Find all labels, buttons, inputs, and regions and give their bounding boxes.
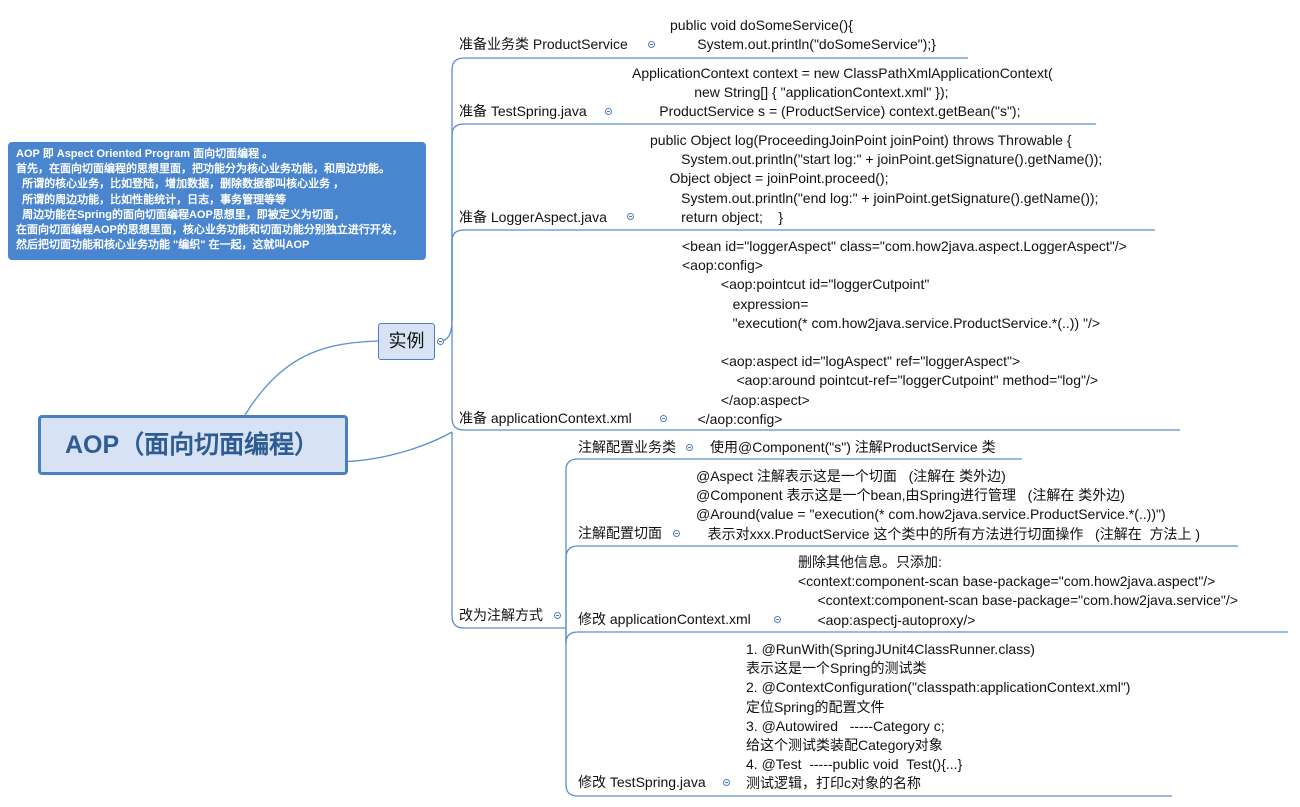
topic-modify-testspring[interactable]: 修改 TestSpring.java <box>578 774 706 790</box>
annotate-service-detail: 使用@Component("s") 注解ProductService 类 <box>710 439 996 455</box>
topic-prepare-testspring[interactable]: 准备 TestSpring.java <box>459 103 587 119</box>
collapse-example-icon[interactable] <box>437 338 444 345</box>
topic-prepare-productservice[interactable]: 准备业务类 ProductService <box>459 36 628 52</box>
aop-description-note: AOP 即 Aspect Oriented Program 面向切面编程 。 首… <box>8 142 426 260</box>
applicationcontext-code: <bean id="loggerAspect" class="com.how2j… <box>682 238 1127 427</box>
collapse-applicationcontext-icon[interactable] <box>660 415 667 422</box>
topic-prepare-applicationcontext[interactable]: 准备 applicationContext.xml <box>459 410 632 426</box>
collapse-modify-applicationcontext-icon[interactable] <box>774 616 781 623</box>
loggeraspect-code: public Object log(ProceedingJoinPoint jo… <box>650 132 1103 225</box>
collapse-annotate-aspect-icon[interactable] <box>673 530 680 537</box>
topic-example[interactable]: 实例 <box>378 323 435 360</box>
topic-annotation-mode[interactable]: 改为注解方式 <box>459 607 543 623</box>
topic-modify-applicationcontext[interactable]: 修改 applicationContext.xml <box>578 611 751 627</box>
annotate-aspect-detail: @Aspect 注解表示这是一个切面 (注解在 类外边) @Component … <box>696 468 1201 542</box>
modify-testspring-detail: 1. @RunWith(SpringJUnit4ClassRunner.clas… <box>746 641 1131 792</box>
modify-applicationcontext-detail: 删除其他信息。只添加: <context:component-scan base… <box>798 554 1238 628</box>
collapse-annotate-service-icon[interactable] <box>686 444 693 451</box>
testspring-code: ApplicationContext context = new ClassPa… <box>632 65 1053 120</box>
collapse-annotation-icon[interactable] <box>554 612 561 619</box>
topic-annotate-service[interactable]: 注解配置业务类 <box>578 439 676 455</box>
topic-annotate-aspect[interactable]: 注解配置切面 <box>578 525 662 541</box>
root-topic-aop[interactable]: AOP（面向切面编程） <box>38 415 348 475</box>
productservice-code: public void doSomeService(){ System.out.… <box>670 17 936 53</box>
collapse-productservice-icon[interactable] <box>648 41 655 48</box>
collapse-testspring-icon[interactable] <box>605 108 612 115</box>
topic-prepare-loggeraspect[interactable]: 准备 LoggerAspect.java <box>459 209 607 225</box>
collapse-loggeraspect-icon[interactable] <box>627 213 634 220</box>
collapse-modify-testspring-icon[interactable] <box>723 779 730 786</box>
